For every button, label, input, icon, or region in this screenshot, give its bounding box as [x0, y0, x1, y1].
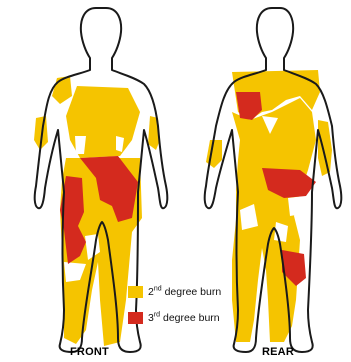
second-degree-swatch	[128, 286, 143, 298]
legend-item-third-degree: 3rd degree burn	[128, 312, 220, 324]
rear-figure	[205, 8, 342, 352]
front-figure	[34, 8, 167, 352]
third-degree-swatch	[128, 312, 143, 324]
legend-label-second-degree: 2nd degree burn	[148, 286, 221, 298]
rear-second-degree-areas	[206, 70, 332, 342]
legend-label-third-degree: 3rd degree burn	[148, 312, 220, 324]
front-second-degree-areas	[34, 76, 160, 346]
rear-view-label: REAR	[262, 346, 294, 358]
front-view-label: FRONT	[70, 346, 109, 358]
legend-item-second-degree: 2nd degree burn	[128, 286, 221, 298]
